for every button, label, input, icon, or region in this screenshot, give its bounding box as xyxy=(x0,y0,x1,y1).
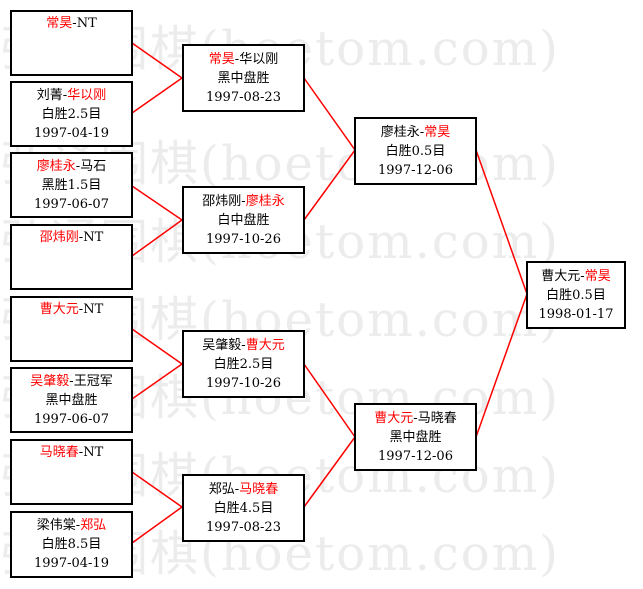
match-box-r1-8: 梁伟棠-郑弘 白胜8.5目 1997-04-19 xyxy=(10,511,133,578)
player-b: 常昊 xyxy=(584,268,611,284)
match-box-r1-5: 曹大元-NT xyxy=(10,296,133,362)
player-b: NT xyxy=(83,445,104,460)
player-a: 曹大元 xyxy=(39,302,79,317)
player-b: 王冠军 xyxy=(73,373,113,389)
player-b: 郑弘 xyxy=(80,518,107,533)
connector-line xyxy=(303,436,356,508)
match-date: 1997-04-19 xyxy=(34,125,109,141)
match-box-r2-2: 邵炜刚-廖桂永 白中盘胜 1997-10-26 xyxy=(182,186,305,254)
match-players: 邵炜刚-廖桂永 xyxy=(202,193,285,209)
match-date: 1997-12-06 xyxy=(378,448,453,464)
player-b: NT xyxy=(76,16,97,31)
match-result: 白胜2.5目 xyxy=(41,106,102,122)
player-a: 廖桂永 xyxy=(380,124,420,140)
connector-line xyxy=(131,471,183,508)
connector-line xyxy=(303,77,356,151)
player-b: 马晓春 xyxy=(239,481,279,497)
match-result: 白胜8.5目 xyxy=(41,537,102,552)
connector-line xyxy=(131,42,183,79)
match-date: 1997-10-26 xyxy=(206,375,281,391)
match-box-r1-2: 刘菁-华以刚 白胜2.5目 1997-04-19 xyxy=(10,81,133,147)
match-players: 曹大元-NT xyxy=(39,302,104,317)
match-players: 刘菁-华以刚 xyxy=(36,87,107,103)
player-a: 刘菁 xyxy=(36,87,63,103)
connector-line xyxy=(131,328,183,365)
connector-line xyxy=(131,77,183,114)
match-box-r1-7: 马晓春-NT xyxy=(10,439,133,505)
player-a: 梁伟棠 xyxy=(36,518,76,533)
player-a: 吴肇毅 xyxy=(202,337,242,353)
match-result: 白中盘胜 xyxy=(217,212,270,228)
connector-line xyxy=(303,363,356,438)
match-players: 邵炜刚-NT xyxy=(39,230,104,245)
player-b: NT xyxy=(83,230,104,245)
player-a: 邵炜刚 xyxy=(202,193,242,209)
player-b: NT xyxy=(83,302,104,317)
match-date: 1997-10-26 xyxy=(206,231,281,247)
match-players: 常昊-NT xyxy=(46,16,97,31)
player-b: 廖桂永 xyxy=(245,193,285,209)
player-a: 常昊 xyxy=(208,51,235,67)
match-box-r1-6: 吴肇毅-王冠军 黑中盘胜 1997-06-07 xyxy=(10,367,133,433)
connector-line xyxy=(475,293,528,438)
player-a: 常昊 xyxy=(46,16,73,31)
match-result: 黑中盘胜 xyxy=(217,70,270,86)
match-box-r1-3: 廖桂永-马石 黑胜1.5目 1997-06-07 xyxy=(10,152,133,218)
player-b: 曹大元 xyxy=(245,337,285,353)
player-a: 曹大元 xyxy=(541,268,581,284)
player-b: 华以刚 xyxy=(239,51,279,67)
match-result: 黑胜1.5目 xyxy=(41,177,102,193)
match-box-r3-1: 廖桂永-常昊 白胜0.5目 1997-12-06 xyxy=(354,117,477,185)
player-b: 华以刚 xyxy=(67,87,107,103)
connector-line xyxy=(131,506,183,544)
match-result: 白胜4.5目 xyxy=(213,500,274,516)
player-a: 吴肇毅 xyxy=(30,373,70,389)
match-result: 白胜0.5目 xyxy=(546,287,606,303)
match-box-r2-3: 吴肇毅-曹大元 白胜2.5目 1997-10-26 xyxy=(182,330,305,398)
connector-line xyxy=(131,363,183,400)
match-players: 廖桂永-常昊 xyxy=(380,124,451,140)
match-date: 1998-01-17 xyxy=(538,306,614,322)
player-a: 郑弘 xyxy=(208,481,235,497)
player-a: 马晓春 xyxy=(39,445,79,460)
match-players: 吴肇毅-曹大元 xyxy=(202,337,285,353)
connector-line xyxy=(303,149,356,221)
match-box-r1-4: 邵炜刚-NT xyxy=(10,224,133,290)
player-a: 邵炜刚 xyxy=(39,230,79,245)
player-b: 常昊 xyxy=(424,124,451,140)
match-box-final: 曹大元-常昊 白胜0.5目 1998-01-17 xyxy=(526,261,626,329)
match-date: 1997-04-19 xyxy=(34,556,109,571)
match-date: 1997-08-23 xyxy=(206,519,281,535)
match-players: 廖桂永-马石 xyxy=(36,158,107,174)
match-players: 梁伟棠-郑弘 xyxy=(36,518,107,533)
player-b: 马晓春 xyxy=(417,410,457,426)
connector-line xyxy=(475,149,528,295)
match-date: 1997-06-07 xyxy=(34,411,109,427)
connector-line xyxy=(131,185,183,221)
match-players: 郑弘-马晓春 xyxy=(208,481,279,497)
match-date: 1997-08-23 xyxy=(206,89,281,105)
match-date: 1997-12-06 xyxy=(378,162,453,178)
match-box-r2-4: 郑弘-马晓春 白胜4.5目 1997-08-23 xyxy=(182,474,305,542)
player-b: 马石 xyxy=(80,158,107,174)
match-box-r3-2: 曹大元-马晓春 黑中盘胜 1997-12-06 xyxy=(354,403,477,471)
match-players: 曹大元-马晓春 xyxy=(374,410,457,426)
match-date: 1997-06-07 xyxy=(34,196,109,212)
player-a: 曹大元 xyxy=(374,410,414,426)
player-a: 廖桂永 xyxy=(36,158,76,174)
match-box-r1-1: 常昊-NT xyxy=(10,10,133,76)
connector-line xyxy=(131,219,183,257)
match-players: 吴肇毅-王冠军 xyxy=(30,373,113,389)
match-players: 马晓春-NT xyxy=(39,445,104,460)
match-result: 白胜2.5目 xyxy=(213,356,274,372)
match-result: 黑中盘胜 xyxy=(389,429,442,445)
match-result: 白胜0.5目 xyxy=(385,143,446,159)
match-players: 曹大元-常昊 xyxy=(541,268,611,284)
match-box-r2-1: 常昊-华以刚 黑中盘胜 1997-08-23 xyxy=(182,44,305,112)
match-players: 常昊-华以刚 xyxy=(208,51,279,67)
match-result: 黑中盘胜 xyxy=(45,392,98,408)
